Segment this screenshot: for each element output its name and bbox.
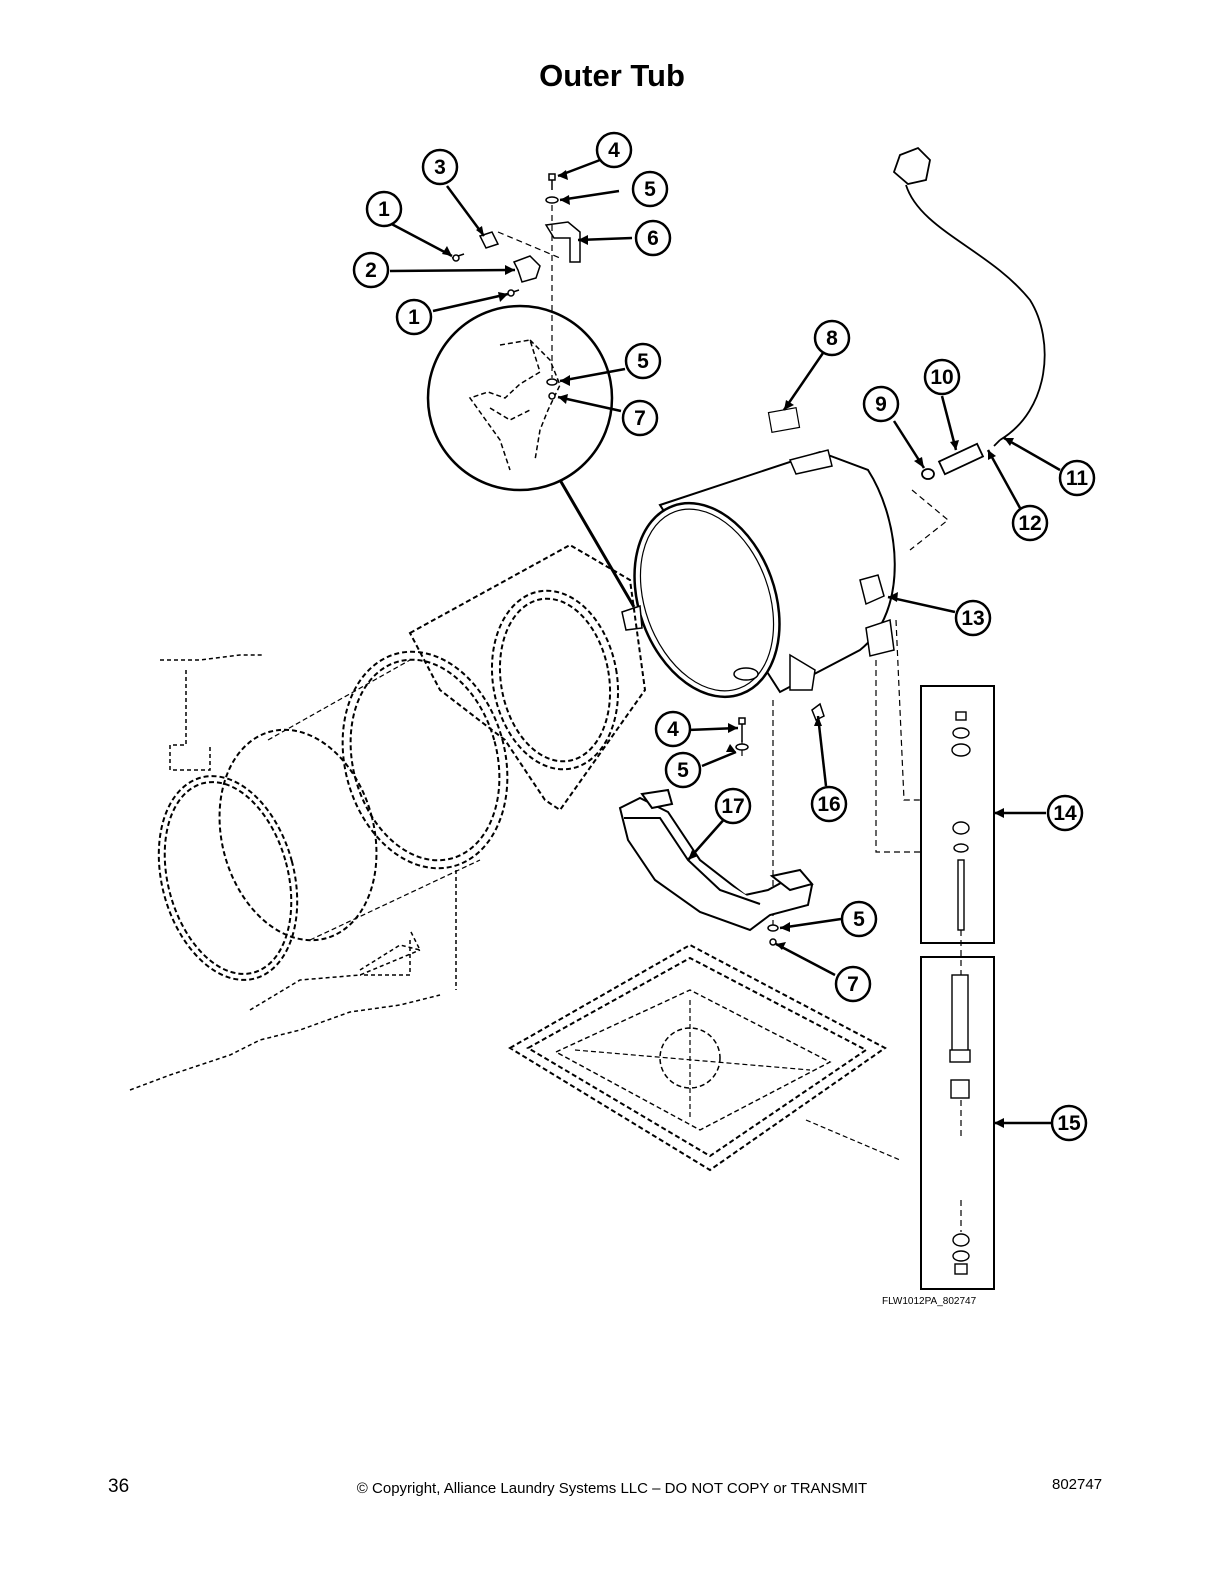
- lower-hardware: [735, 702, 825, 946]
- callout-label: 17: [721, 795, 744, 818]
- callout-label: 15: [1057, 1112, 1081, 1135]
- callout-label: 5: [644, 178, 656, 201]
- document-number: 802747: [1052, 1476, 1103, 1493]
- callout-label: 7: [847, 973, 859, 996]
- callout-label: 6: [647, 227, 659, 250]
- callout-8: [813, 319, 851, 357]
- drawing-code: FLW1012PA_802747: [882, 1296, 977, 1307]
- callout-4-top: [595, 131, 633, 169]
- callout-17: [714, 787, 752, 825]
- callout-label: 5: [853, 908, 865, 931]
- callout-5-top: [631, 170, 669, 208]
- callout-label: 5: [637, 350, 649, 373]
- callout-7-lower: [834, 965, 872, 1003]
- callout-1-top: [365, 190, 403, 228]
- page-number: 36: [108, 1476, 130, 1497]
- callout-label: 1: [408, 306, 420, 329]
- callout-13: [954, 599, 992, 637]
- callout-10: [923, 358, 961, 396]
- base-frame: [508, 943, 901, 1172]
- callout-numbers: 1 2 3 4 5 6 1 5 7 8 9 10 11 12 13 4 5 16…: [365, 139, 1088, 1135]
- suspension-kit-15: [920, 956, 995, 1290]
- outer-tub: [621, 407, 896, 699]
- callout-5-lower: [840, 900, 878, 938]
- upper-dashed-leaders: [497, 205, 561, 378]
- callout-label: 16: [817, 793, 840, 816]
- callout-label: 10: [930, 366, 953, 389]
- suspension-kit-14: [920, 685, 995, 944]
- sensor-assembly: [892, 146, 1046, 551]
- callout-3: [421, 148, 459, 186]
- callout-5-bubble: [624, 342, 662, 380]
- callout-label: 4: [608, 139, 620, 162]
- callout-label: 5: [677, 759, 689, 782]
- callout-label: 3: [434, 156, 446, 179]
- callout-6: [634, 219, 672, 257]
- copyright-notice: © Copyright, Alliance Laundry Systems LL…: [356, 1480, 868, 1497]
- callout-circles: [352, 131, 1096, 1142]
- callout-label: 7: [634, 407, 646, 430]
- hose-and-fittings: [129, 654, 457, 1091]
- callout-5-mid: [664, 751, 702, 789]
- callout-label: 9: [875, 393, 887, 416]
- callout-label: 4: [667, 718, 679, 741]
- callout-label: 1: [378, 198, 390, 221]
- upper-bracket-hardware: [451, 173, 581, 400]
- callout-label: 8: [826, 327, 838, 350]
- page-title: Outer Tub: [539, 58, 685, 93]
- detail-magnifier: [426, 304, 636, 608]
- callout-label: 2: [365, 259, 377, 282]
- callout-label: 13: [961, 607, 984, 630]
- front-panel-assembly: [157, 543, 647, 981]
- callout-11: [1058, 459, 1096, 497]
- callout-label: 12: [1018, 512, 1041, 535]
- callout-2: [352, 251, 390, 289]
- callout-label: 11: [1066, 467, 1089, 490]
- callout-1-lower: [395, 298, 433, 336]
- callout-9: [862, 385, 900, 423]
- callout-14: [1046, 794, 1084, 832]
- callout-16: [810, 785, 848, 823]
- callout-arrowheads: [442, 170, 1014, 1128]
- callout-label: 14: [1053, 802, 1077, 825]
- callout-15: [1050, 1104, 1088, 1142]
- callout-12: [1011, 504, 1049, 542]
- callout-4-mid: [654, 710, 692, 748]
- tub-support-bracket: [618, 788, 814, 932]
- callout-7-bubble: [621, 399, 659, 437]
